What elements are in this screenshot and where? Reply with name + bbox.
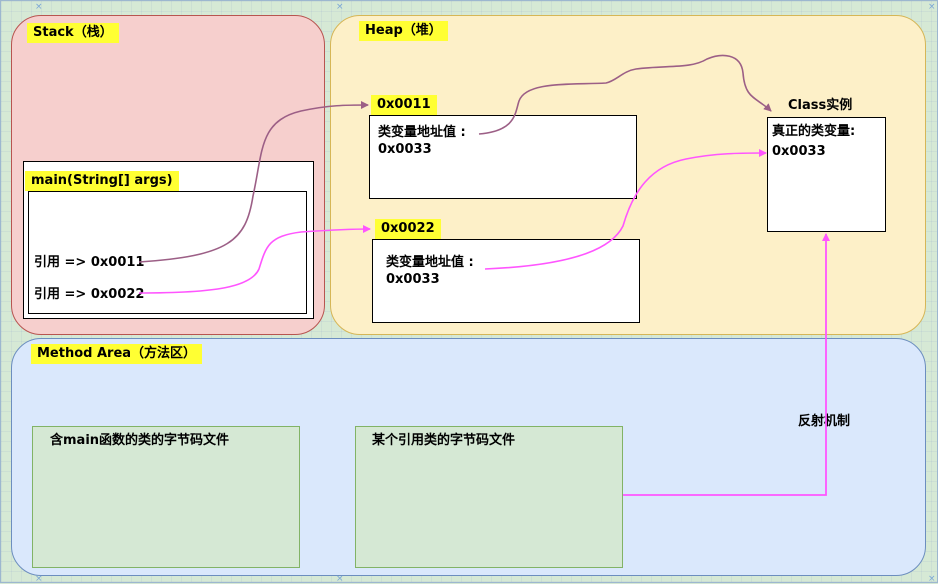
method-area-title: Method Area（方法区） bbox=[31, 344, 203, 364]
reflection-label: 反射机制 bbox=[798, 414, 851, 429]
object2-field-label: 类变量地址值 : bbox=[386, 255, 474, 270]
grid-tick: × bbox=[336, 2, 344, 12]
grid-tick: × bbox=[35, 2, 43, 12]
arrow-reflection bbox=[623, 233, 830, 496]
object1-box bbox=[369, 115, 637, 199]
main-frame-title: main(String[] args) bbox=[25, 171, 179, 191]
class-instance-field-value: 0x0033 bbox=[772, 144, 826, 159]
object1-address: 0x0011 bbox=[371, 95, 437, 115]
object1-field-label: 类变量地址值 : bbox=[378, 125, 466, 140]
object1-field-value: 0x0033 bbox=[378, 142, 432, 157]
object2-field-value: 0x0033 bbox=[386, 272, 440, 287]
stack-ref-0x0011: 引用 => 0x0011 bbox=[34, 255, 145, 270]
arrow-object2-to-class-field bbox=[484, 149, 767, 270]
grid-tick: × bbox=[35, 574, 43, 584]
main-class-bytecode-label: 含main函数的类的字节码文件 bbox=[50, 433, 230, 448]
heap-title: Heap（堆） bbox=[359, 21, 448, 41]
arrow-object1-to-class-instance bbox=[478, 54, 772, 135]
grid-tick: × bbox=[928, 2, 936, 12]
referenced-class-bytecode-label: 某个引用类的字节码文件 bbox=[372, 433, 516, 448]
class-instance-field-label: 真正的类变量: bbox=[772, 124, 856, 139]
main-class-bytecode-box bbox=[32, 426, 300, 568]
arrow-ref2-to-object2 bbox=[138, 225, 371, 294]
stack-ref-0x0022: 引用 => 0x0022 bbox=[34, 287, 145, 302]
grid-tick: × bbox=[336, 574, 344, 584]
class-instance-title: Class实例 bbox=[788, 98, 853, 113]
stack-title: Stack（栈） bbox=[27, 23, 119, 43]
object2-address: 0x0022 bbox=[375, 219, 441, 239]
object2-box bbox=[372, 239, 640, 323]
main-frame-locals bbox=[28, 191, 307, 314]
class-instance-box bbox=[767, 117, 886, 232]
grid-tick: × bbox=[928, 574, 936, 584]
referenced-class-bytecode-box bbox=[355, 426, 623, 568]
arrow-ref1-to-object1 bbox=[138, 101, 369, 263]
